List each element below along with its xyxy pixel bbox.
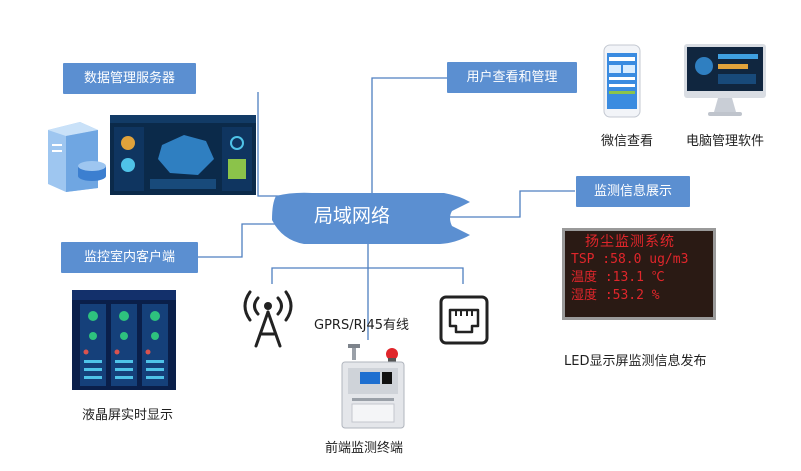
monitor-icon (684, 44, 766, 116)
phone-icon (603, 44, 641, 118)
led-title: 扬尘监测系统 (585, 234, 675, 250)
terminal-caption: 前端监测终端 (325, 441, 404, 456)
connector-display (440, 190, 575, 218)
led-line-tsp: TSP :58.0 ug/m3 (571, 252, 689, 267)
monitoring-terminal-device (341, 344, 405, 429)
server-icon (48, 122, 106, 192)
hub-shape (272, 192, 470, 244)
lcd-caption: 液晶屏实时显示 (82, 408, 174, 423)
connector-user (371, 77, 447, 196)
user-box: 用户查看和管理 (447, 62, 577, 93)
client-box: 监控室内客户端 (61, 242, 198, 273)
led-line-humidity: 湿度 :53.2 % (571, 288, 660, 303)
display-box: 监测信息展示 (576, 176, 690, 207)
antenna-icon (243, 290, 293, 348)
connector-server (257, 92, 300, 197)
led-display-panel: 扬尘监测系统 TSP :58.0 ug/m3 温度 :13.1 ℃ 湿度 :53… (562, 228, 716, 320)
connector-client (198, 223, 275, 258)
pc-software-caption: 电脑管理软件 (686, 134, 765, 149)
server-box: 数据管理服务器 (63, 63, 196, 94)
gprs-caption: GPRS/RJ45有线 (314, 318, 409, 333)
dashboard-screenshot (110, 115, 256, 195)
led-caption: LED显示屏监测信息发布 (564, 354, 707, 369)
wechat-caption: 微信查看 (601, 134, 654, 149)
led-line-temperature: 温度 :13.1 ℃ (571, 270, 665, 285)
ethernet-port-icon (439, 295, 489, 345)
lcd-panel-screenshot (72, 290, 176, 390)
hub-label: 局域网络 (313, 205, 390, 227)
